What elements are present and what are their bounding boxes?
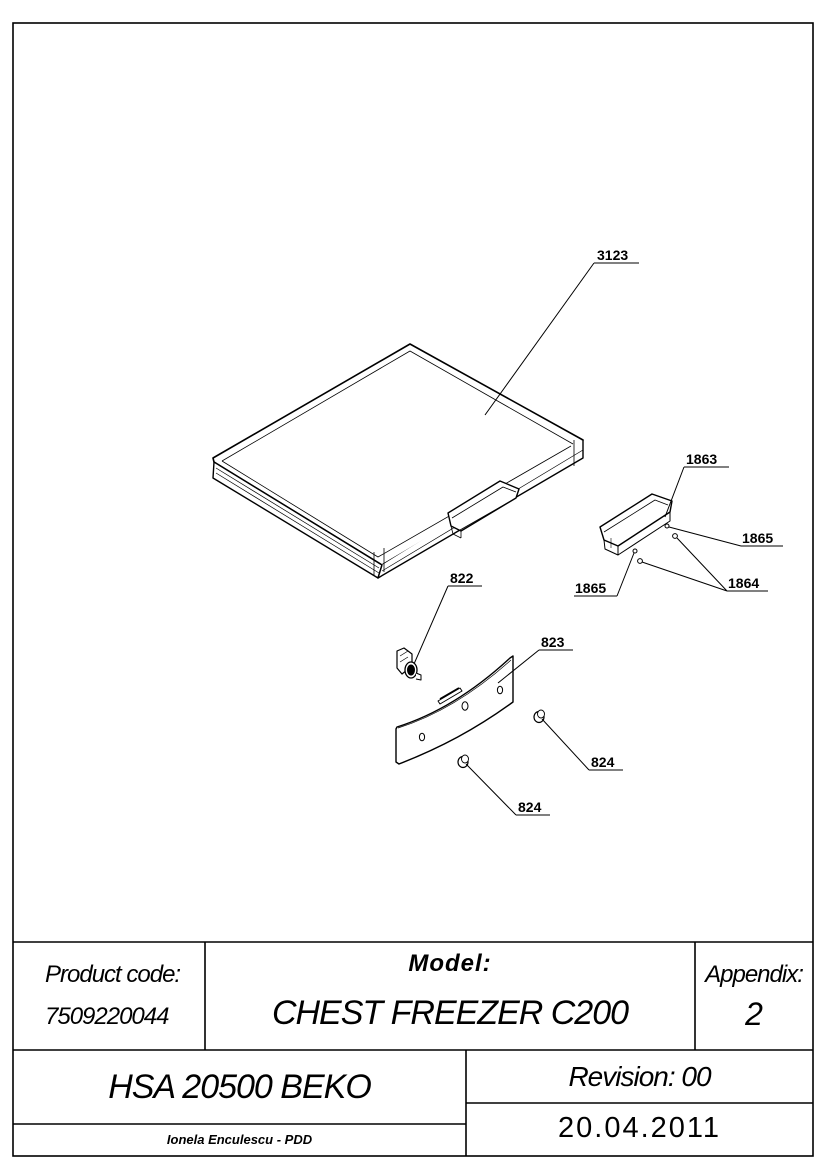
handle-part bbox=[599, 493, 673, 556]
revision-label: Revision: 00 bbox=[568, 1061, 711, 1092]
screw-1865-left bbox=[632, 548, 638, 554]
screw-1865-right bbox=[664, 523, 670, 529]
pin-1864-right bbox=[672, 533, 678, 539]
author-name: Ionela Enculescu - PDD bbox=[166, 1132, 313, 1147]
product-code-label: Product code: bbox=[45, 961, 181, 988]
article-code: HSA 20500 BEKO bbox=[108, 1068, 372, 1106]
appendix-label: Appendix: bbox=[705, 961, 804, 988]
lock-part bbox=[396, 647, 422, 681]
fastener-parts bbox=[632, 523, 678, 564]
callout-823: 823 bbox=[541, 634, 565, 650]
callout-3123: 3123 bbox=[597, 247, 628, 263]
sheet-frame bbox=[12, 22, 814, 1157]
callout-1865-right: 1865 bbox=[742, 530, 773, 546]
callout-1863: 1863 bbox=[686, 451, 717, 467]
callout-1864: 1864 bbox=[728, 575, 759, 591]
callout-822: 822 bbox=[450, 570, 474, 586]
model-value: CHEST FREEZER C200 bbox=[271, 994, 629, 1032]
product-code-value: 7509220044 bbox=[45, 1003, 169, 1030]
lid-part bbox=[212, 343, 584, 579]
appendix-value: 2 bbox=[745, 996, 763, 1032]
pin-1864-left bbox=[637, 558, 643, 564]
model-label: Model: bbox=[408, 950, 492, 977]
callout-824-bottom: 824 bbox=[518, 799, 542, 815]
plug-parts bbox=[457, 709, 545, 769]
callout-1865-left: 1865 bbox=[575, 580, 606, 596]
revision-date: 20.04.2011 bbox=[558, 1112, 721, 1144]
plate-part bbox=[395, 655, 514, 765]
leader-lines bbox=[413, 262, 783, 816]
callout-824-right: 824 bbox=[591, 754, 615, 770]
title-block-grid bbox=[13, 941, 813, 1156]
